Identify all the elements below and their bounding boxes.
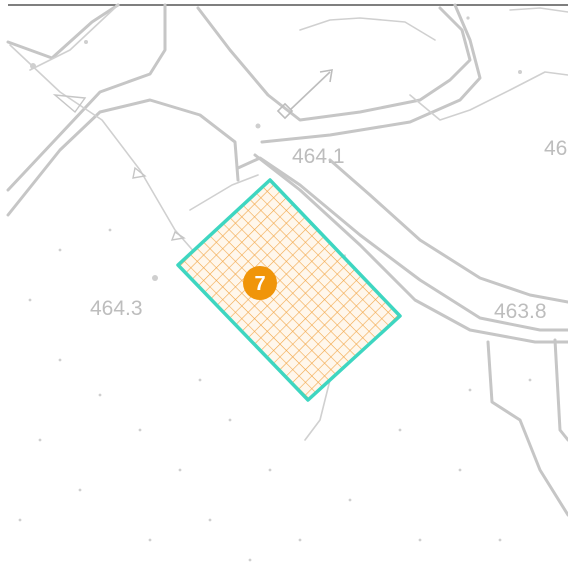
elevation-label-46: 46: [544, 137, 567, 160]
parcel-badge-number: 7: [254, 273, 265, 295]
thin-contour-top-left: [29, 4, 119, 71]
direction-arrow-icon: [276, 69, 333, 120]
terrain-lines: [6, 3, 568, 517]
elevation-label-464-1: 464.1: [292, 145, 345, 168]
parcel-badge[interactable]: [243, 266, 277, 300]
contour-lower-right: [486, 340, 568, 517]
parcel-7-outline[interactable]: [176, 178, 402, 402]
contour-right-mid: [328, 158, 568, 304]
contour-left-ridge: [6, 3, 167, 192]
triangle-markers: [52, 94, 186, 241]
contour-edge-right: [553, 338, 568, 442]
terrain-dots: [18, 16, 532, 562]
contour-top-left: [6, 3, 120, 60]
thin-contour-right: [409, 71, 568, 121]
contour-road-lower: [253, 153, 568, 344]
thin-contour-top: [299, 17, 436, 41]
elevation-label-464-3: 464.3: [90, 297, 143, 320]
parcel-7[interactable]: 7: [176, 178, 402, 402]
elevation-label-463-8: 463.8: [494, 300, 547, 323]
contour-top-center: [196, 6, 472, 122]
thin-contour-top-right: [509, 7, 568, 13]
contour-upper-left: [6, 98, 240, 217]
thin-structure-a: [189, 174, 259, 211]
contour-top-right: [260, 3, 482, 144]
